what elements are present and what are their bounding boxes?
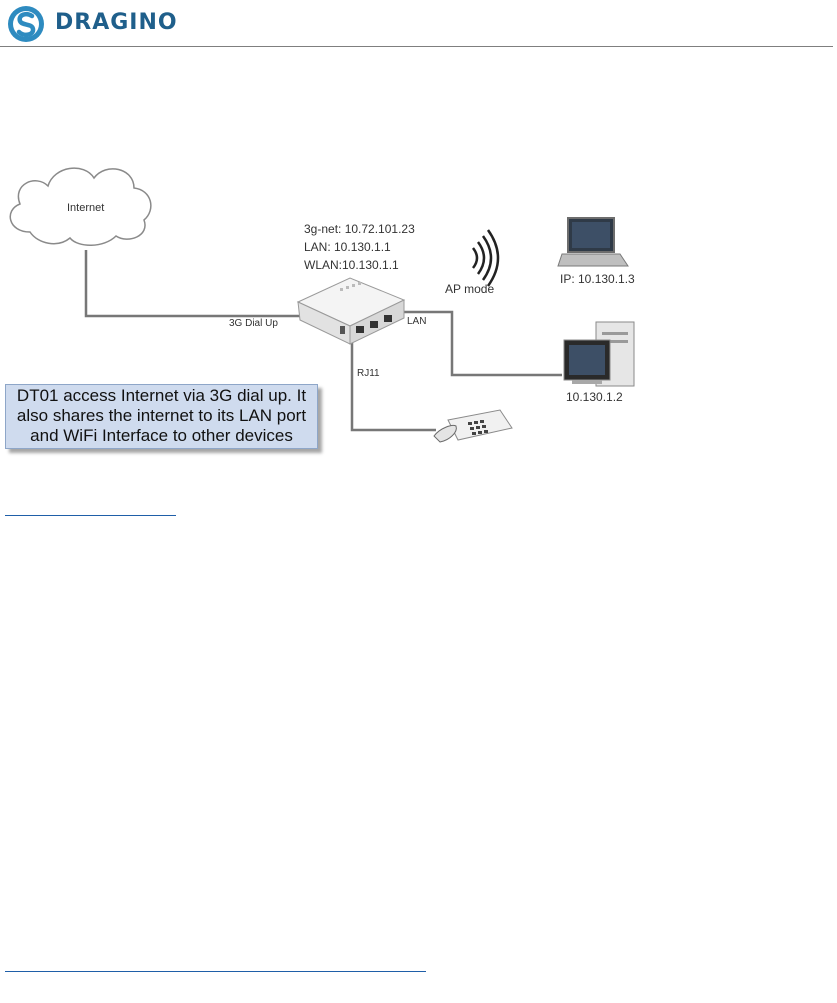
device-wlan-ip-label: WLAN:10.130.1.1 [304,258,399,272]
internet-link-line [86,250,300,316]
callout-line-2: also shares the internet to its LAN port [6,406,317,426]
rj11-link-line [352,340,436,430]
wifi-signal-icon [473,230,498,286]
pc-ip-label: 10.130.1.2 [566,390,623,404]
header-divider [0,46,833,47]
telephone-icon [434,410,512,442]
logo-text: DRAGINO [55,10,178,35]
laptop-icon [558,218,628,266]
internet-label: Internet [67,202,104,214]
laptop-ip-label: IP: 10.130.1.3 [560,272,635,286]
link-underline-1[interactable] [5,515,176,516]
description-callout: DT01 access Internet via 3G dial up. It … [5,384,318,449]
dialup-label: 3G Dial Up [229,318,278,329]
ap-mode-label: AP mode [445,282,494,296]
callout-line-1: DT01 access Internet via 3G dial up. It [6,386,317,406]
router-device-icon [298,278,404,344]
link-underline-2[interactable] [5,971,426,972]
callout-line-3: and WiFi Interface to other devices [6,426,317,446]
lan-link-line [404,312,562,375]
page-header: DRAGINO [0,0,837,46]
rj11-label: RJ11 [357,368,380,379]
device-3g-net-label: 3g-net: 10.72.101.23 [304,222,415,236]
dragino-logo-icon [6,4,46,44]
lan-label: LAN [407,316,426,327]
device-lan-ip-label: LAN: 10.130.1.1 [304,240,391,254]
desktop-computer-icon [564,322,634,386]
